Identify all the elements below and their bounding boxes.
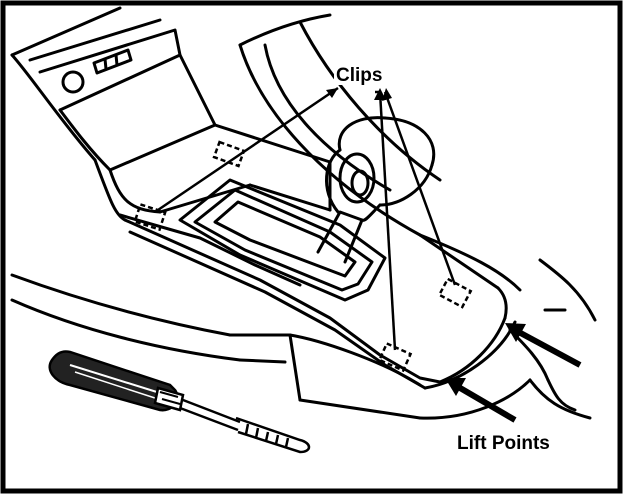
clip-leader-lines [154,86,457,351]
knob-icon [61,70,85,94]
arrow-icon [505,323,582,368]
clip-marker-3 [437,277,473,309]
clip-arrowheads [326,88,392,101]
clip-marker-4 [377,341,413,373]
clip-locations [133,140,473,373]
dashboard-bezel [10,6,217,172]
shifter-bezel [178,178,387,302]
lift-points-label: Lift Points [455,433,552,454]
clip-marker-2 [133,202,167,232]
clip-marker-1 [212,140,246,168]
screwdriver-icon [48,350,311,454]
lower-console [10,273,592,420]
lift-point-arrows [445,323,582,423]
clips-label: Clips [334,65,385,86]
right-console-wall [238,13,597,322]
gear-shift-knob-icon [316,116,436,264]
arrow-icon [445,378,517,423]
